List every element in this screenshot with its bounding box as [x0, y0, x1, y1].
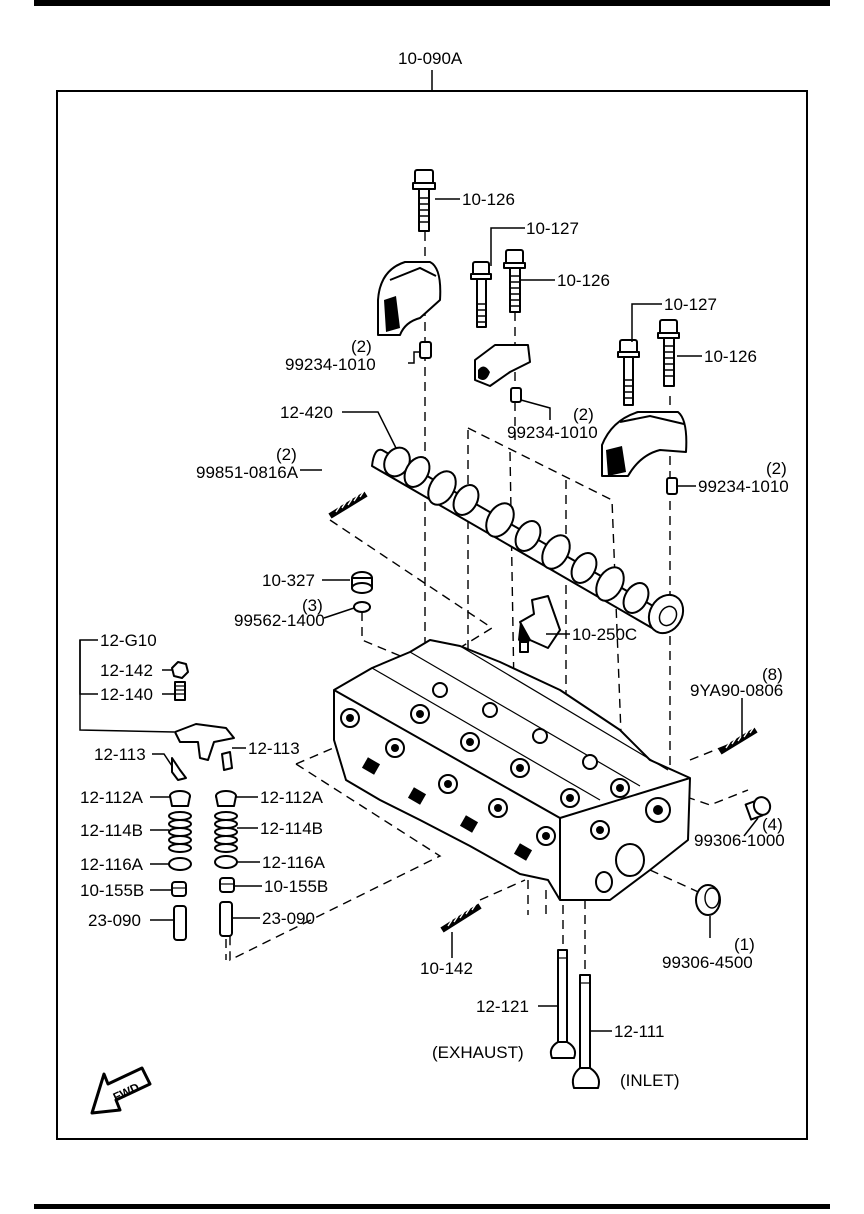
label-pin-b-qty: (2) — [573, 405, 594, 424]
label-retainer-left: 12-112A — [80, 788, 144, 807]
label-plug-99306-1000-qty: (4) — [762, 815, 783, 834]
cam-cap-right — [601, 411, 688, 477]
callout-labels: 10-126 10-127 10-126 (2) 99234-1010 10-1… — [80, 190, 789, 1090]
stud-9ya90 — [718, 726, 758, 755]
spring-left — [168, 811, 192, 853]
label-plug-99306-4500: 99306-4500 — [662, 953, 753, 972]
bolt-10-127-right — [617, 339, 640, 406]
cotter-left — [171, 757, 187, 781]
label-exhaust: (EXHAUST) — [432, 1043, 524, 1062]
bottom-rule — [34, 1204, 830, 1209]
label-stud-99851-qty: (2) — [276, 445, 297, 464]
label-bolt-10-126-b: 10-126 — [557, 271, 610, 290]
valve-inlet — [571, 974, 600, 1089]
bolt-10-126-top — [412, 169, 436, 232]
plug-99306-4500 — [695, 884, 721, 916]
nut-12-142 — [171, 661, 189, 679]
label-pin-c: 99234-1010 — [698, 477, 789, 496]
bracket-10-250c — [518, 595, 561, 653]
washer-99562 — [353, 601, 371, 613]
top-rule — [34, 0, 830, 6]
cotter-right — [221, 751, 233, 771]
label-washer: 99562-1400 — [234, 611, 325, 630]
head-bores — [340, 682, 671, 846]
bolt-10-127-mid — [470, 261, 492, 328]
cylinder-head — [333, 639, 691, 901]
assembly-dash-lines — [225, 232, 749, 975]
stud-99851 — [328, 490, 368, 519]
head-ports — [361, 757, 533, 861]
bolt-10-126-right — [657, 319, 680, 387]
label-seal-right: 10-155B — [264, 877, 328, 896]
label-plug-10-327: 10-327 — [262, 571, 315, 590]
label-valve-12-111: 12-111 — [614, 1022, 664, 1041]
label-pin-c-qty: (2) — [766, 459, 787, 478]
valve-guide-right — [219, 901, 233, 937]
label-stud-9ya90-qty: (8) — [762, 665, 783, 684]
label-pin-b: 99234-1010 — [507, 423, 598, 442]
dowel-pin-right — [666, 477, 678, 495]
label-adjuster-12-140: 12-140 — [100, 685, 153, 704]
assembly-label: 10-090A — [398, 49, 463, 68]
plug-10-327 — [351, 571, 373, 594]
dowel-pin-middle — [510, 387, 522, 403]
label-camshaft: 12-420 — [280, 403, 333, 422]
label-pin-a: 99234-1010 — [285, 355, 376, 374]
camshaft-lobes — [403, 456, 650, 614]
label-nut-12-142: 12-142 — [100, 661, 153, 680]
cam-cap-middle — [474, 344, 531, 387]
rocker-arm — [174, 723, 235, 761]
valve-seal-right — [219, 877, 235, 893]
bolt-10-126-mid — [503, 249, 526, 313]
stud-10-142 — [440, 903, 482, 933]
leader-lines — [79, 198, 759, 1032]
plug-99306-1000 — [744, 796, 772, 821]
label-washer-qty: (3) — [302, 596, 323, 615]
label-spring-right: 12-114B — [260, 819, 323, 838]
label-stud-10-142: 10-142 — [420, 959, 473, 978]
camshaft — [371, 446, 685, 635]
label-stud-9ya90: 9YA90-0806 — [690, 681, 783, 700]
fwd-arrow-icon: FWD — [90, 1066, 152, 1115]
label-bolt-10-126-c: 10-126 — [704, 347, 757, 366]
label-spring-left: 12-114B — [80, 821, 143, 840]
label-guide-left: 23-090 — [88, 911, 141, 930]
label-seal-left: 10-155B — [80, 881, 144, 900]
label-plug-99306-4500-qty: (1) — [734, 935, 755, 954]
label-bolt-10-127-a: 10-127 — [526, 219, 579, 238]
label-seat-right: 12-116A — [262, 853, 326, 872]
label-guide-right: 23-090 — [262, 909, 315, 928]
cam-cap-left — [377, 261, 442, 336]
label-stud-99851: 99851-0816A — [196, 463, 299, 482]
label-cotter-left: 12-113 — [94, 745, 146, 764]
valve-exhaust — [549, 949, 577, 1059]
retainer-right — [215, 790, 237, 807]
label-valve-12-121: 12-121 — [476, 997, 529, 1016]
label-retainer-right: 12-112A — [260, 788, 324, 807]
label-bracket-10-250c: 10-250C — [572, 625, 637, 644]
label-rocker-assy: 12-G10 — [100, 631, 157, 650]
spring-seat-right — [214, 855, 238, 869]
valve-seal-left — [171, 881, 187, 897]
label-inlet: (INLET) — [620, 1071, 680, 1090]
label-seat-left: 12-116A — [80, 855, 144, 874]
spring-seat-left — [168, 857, 192, 871]
label-cotter-right: 12-113 — [248, 739, 300, 758]
spring-right — [214, 811, 238, 853]
label-bolt-10-127-b: 10-127 — [664, 295, 717, 314]
label-bolt-10-126-a: 10-126 — [462, 190, 515, 209]
valve-guide-left — [173, 905, 187, 941]
adjuster-12-140 — [174, 681, 186, 701]
diagram-frame — [56, 90, 808, 1140]
retainer-left — [169, 790, 191, 807]
dowel-pin-left — [419, 341, 432, 359]
label-plug-99306-1000: 99306-1000 — [694, 831, 785, 850]
label-pin-a-qty: (2) — [351, 337, 372, 356]
